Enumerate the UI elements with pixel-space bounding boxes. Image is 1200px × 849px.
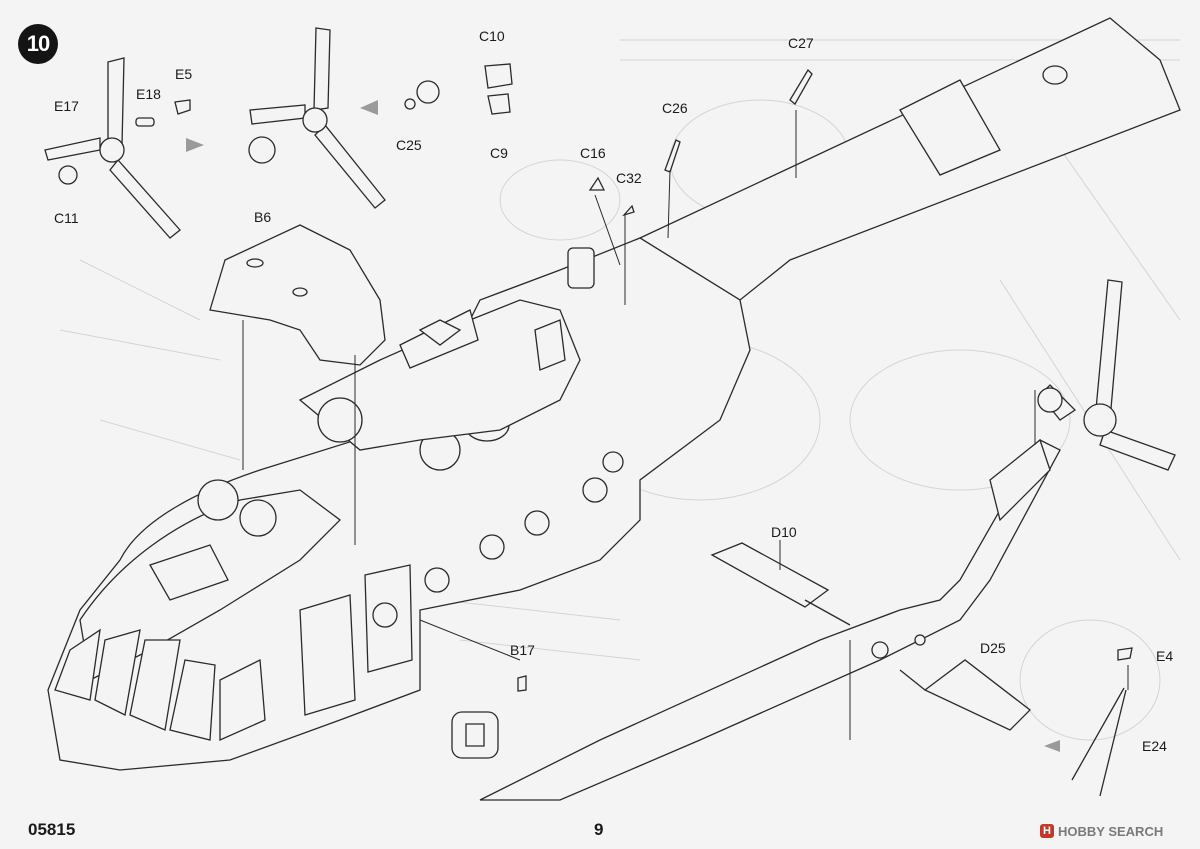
cowl-part-b6 <box>209 224 386 366</box>
step-number-badge: 10 <box>18 24 58 64</box>
tail-rotor <box>1037 279 1176 471</box>
lower-tail-boom <box>479 438 1061 801</box>
part-label-d25: D25 <box>980 640 1006 656</box>
page-number: 9 <box>594 820 604 839</box>
watermark-text: HOBBY SEARCH <box>1058 823 1164 839</box>
part-label-c10: C10 <box>479 28 505 44</box>
stabilizers <box>710 542 1031 731</box>
direction-arrows <box>186 100 1060 752</box>
part-label-e4: E4 <box>1156 648 1174 664</box>
part-label-e17: E17 <box>54 98 79 114</box>
part-label-c26: C26 <box>662 100 688 116</box>
small-parts <box>404 63 1133 797</box>
part-label-b17: B17 <box>510 642 535 658</box>
part-label-e24: E24 <box>1142 738 1167 754</box>
rotor-hub-left <box>44 57 191 239</box>
kit-code: 05815 <box>28 820 76 839</box>
watermark: H HOBBY SEARCH <box>1040 822 1163 840</box>
part-label-b6: B6 <box>254 209 272 225</box>
part-label-c16: C16 <box>580 145 606 161</box>
part-label-c27: C27 <box>788 35 814 51</box>
part-label-c9: C9 <box>490 145 508 161</box>
part-label-c25: C25 <box>396 137 422 153</box>
fuselage <box>47 17 1181 771</box>
part-label-d10: D10 <box>771 524 797 540</box>
rotor-hub-right <box>248 27 386 209</box>
leader-lines <box>242 110 1129 740</box>
part-label-e5: E5 <box>175 66 193 82</box>
watermark-logo-icon: H <box>1040 824 1054 838</box>
part-label-e18: E18 <box>136 86 161 102</box>
part-label-c32: C32 <box>616 170 642 186</box>
part-label-c11: C11 <box>54 210 79 226</box>
